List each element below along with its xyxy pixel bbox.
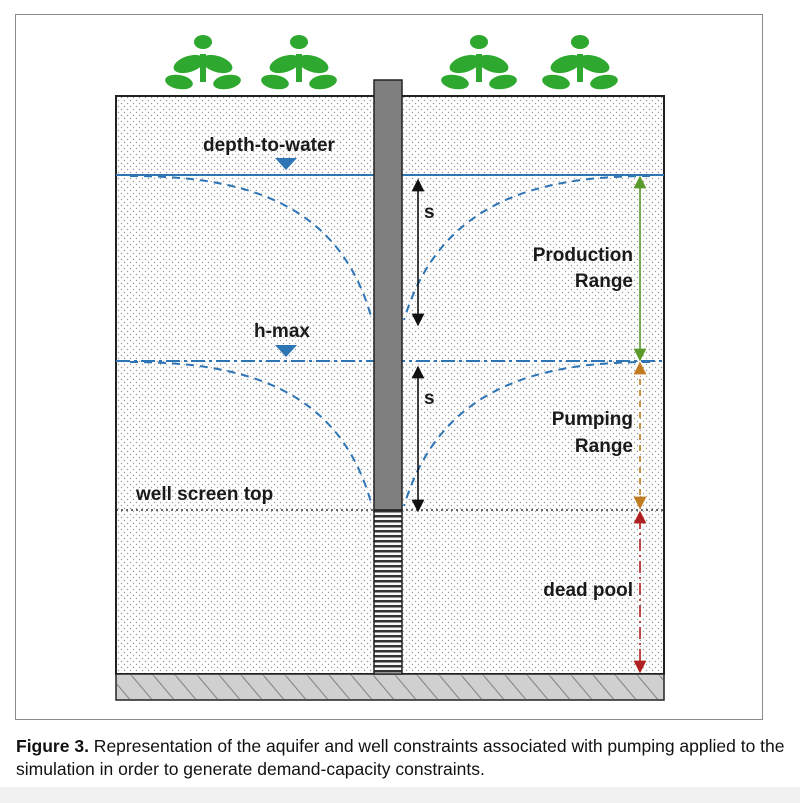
drawdown-cone-upper-right: [403, 175, 651, 321]
aquifer-well-diagram: depth-to-water h-max well screen top s s…: [115, 35, 665, 701]
plant-icon: [261, 35, 337, 90]
plant-icon: [441, 35, 517, 90]
depth-to-water-label: depth-to-water: [203, 135, 336, 156]
drawdown-cone-lower-left: [129, 361, 373, 507]
bedrock-hatch: [117, 675, 663, 699]
dead-pool-label: dead pool: [543, 580, 633, 601]
drawdown-cone-upper-left: [129, 175, 373, 321]
caption-text: Representation of the aquifer and well c…: [16, 736, 785, 779]
page-bottom-band: [0, 787, 800, 803]
well-screen: [373, 509, 403, 675]
drawdown-label-lower: s: [424, 388, 435, 409]
figure-frame: [15, 14, 763, 720]
plant-icon: [165, 35, 241, 90]
production-range-label-line1: Production: [533, 245, 633, 266]
production-range-label-line2: Range: [575, 271, 633, 292]
drawdown-cone-lower-right: [403, 361, 651, 507]
figure-label: Figure 3.: [16, 736, 89, 756]
plant-icon: [542, 35, 618, 90]
drawdown-label-upper: s: [424, 202, 435, 223]
well-screen-top-label: well screen top: [135, 484, 273, 505]
water-table-triangle-icon: [275, 345, 297, 357]
pumping-range-label-line1: Pumping: [552, 409, 633, 430]
pumping-range-label-line2: Range: [575, 436, 633, 457]
h-max-label: h-max: [254, 321, 310, 342]
water-table-triangle-icon: [275, 158, 297, 170]
figure-caption: Figure 3. Representation of the aquifer …: [16, 735, 788, 781]
well-casing: [373, 79, 403, 511]
